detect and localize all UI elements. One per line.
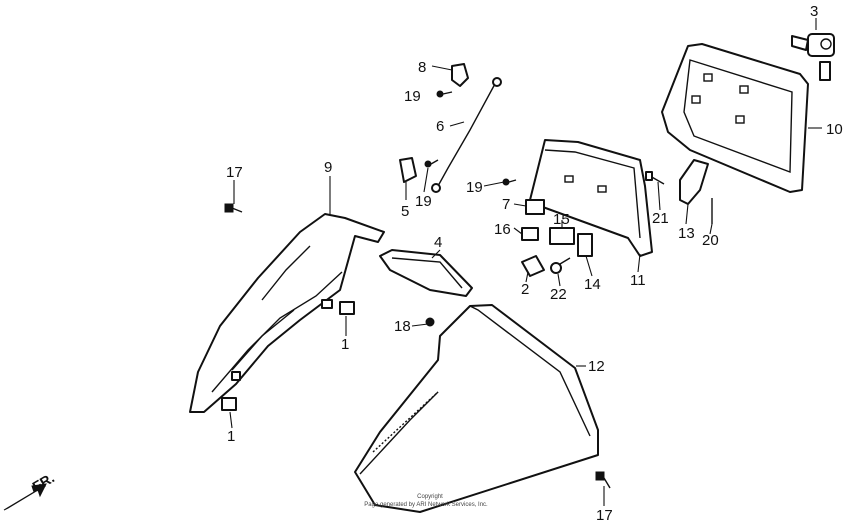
callout-19-mid: 19 [415,193,432,210]
part-19-screw-b [424,159,439,168]
part-21-bolt [645,171,665,185]
part-1-clip-a [339,301,355,315]
part-11-license-bracket [529,139,653,257]
part-13-stay [679,159,709,205]
callout-9: 9 [324,159,332,176]
callout-17-bottom: 17 [596,507,613,524]
callout-6: 6 [436,118,444,135]
callout-19-top: 19 [404,88,421,105]
callout-19-right: 19 [466,179,483,196]
callout-labels: 3 10 8 19 6 9 17 5 19 19 7 16 15 4 21 13… [226,3,843,524]
callout-8: 8 [418,59,426,76]
part-18-screw [425,317,435,327]
part-4-bracket [379,249,473,297]
front-direction-indicator: FR. [3,469,57,511]
part-19-screw-c [502,178,517,186]
callout-16: 16 [494,221,511,238]
front-arrow-icon [3,483,47,511]
callout-13: 13 [678,225,695,242]
part-14-nut [577,233,593,257]
part-1-clip-b [221,397,237,411]
callout-2: 2 [521,281,529,298]
callout-12: 12 [588,358,605,375]
part-3-key-lock [791,33,835,81]
callout-17-top: 17 [226,164,243,181]
callout-3: 3 [810,3,818,20]
part-5-grommet [399,157,417,183]
callout-20: 20 [702,232,719,249]
part-8-clip [451,63,469,87]
callout-5: 5 [401,203,409,220]
part-19-screw-a [436,90,453,98]
copyright-line-2: Page generated by ARI Network Services, … [364,502,488,508]
leader-lines [229,18,822,506]
part-17-bolt-upper [224,203,243,213]
callout-1-lower: 1 [227,428,235,445]
part-17-bolt-lower [595,471,611,489]
part-22-bolt [550,257,571,274]
callout-14: 14 [584,276,601,293]
callout-18: 18 [394,318,411,335]
callout-4: 4 [434,234,442,251]
part-6-cable [431,77,502,193]
callout-11: 11 [630,272,646,289]
callout-1-upper: 1 [341,336,349,353]
callout-7: 7 [502,196,510,213]
copyright-notice: Copyright Page generated by ARI Network … [364,494,488,508]
callout-21: 21 [652,210,669,227]
part-10-grab-rail [661,43,809,193]
part-7-label [525,199,545,215]
callout-15: 15 [553,211,570,228]
part-12-lower-cowl [354,304,599,513]
part-9-side-cover [189,213,385,413]
part-15-plate [549,227,575,245]
callout-10: 10 [826,121,843,138]
callout-22: 22 [550,286,567,303]
part-2-clip [521,255,545,277]
copyright-line-1: Copyright [417,494,443,500]
part-16-label [521,227,539,241]
